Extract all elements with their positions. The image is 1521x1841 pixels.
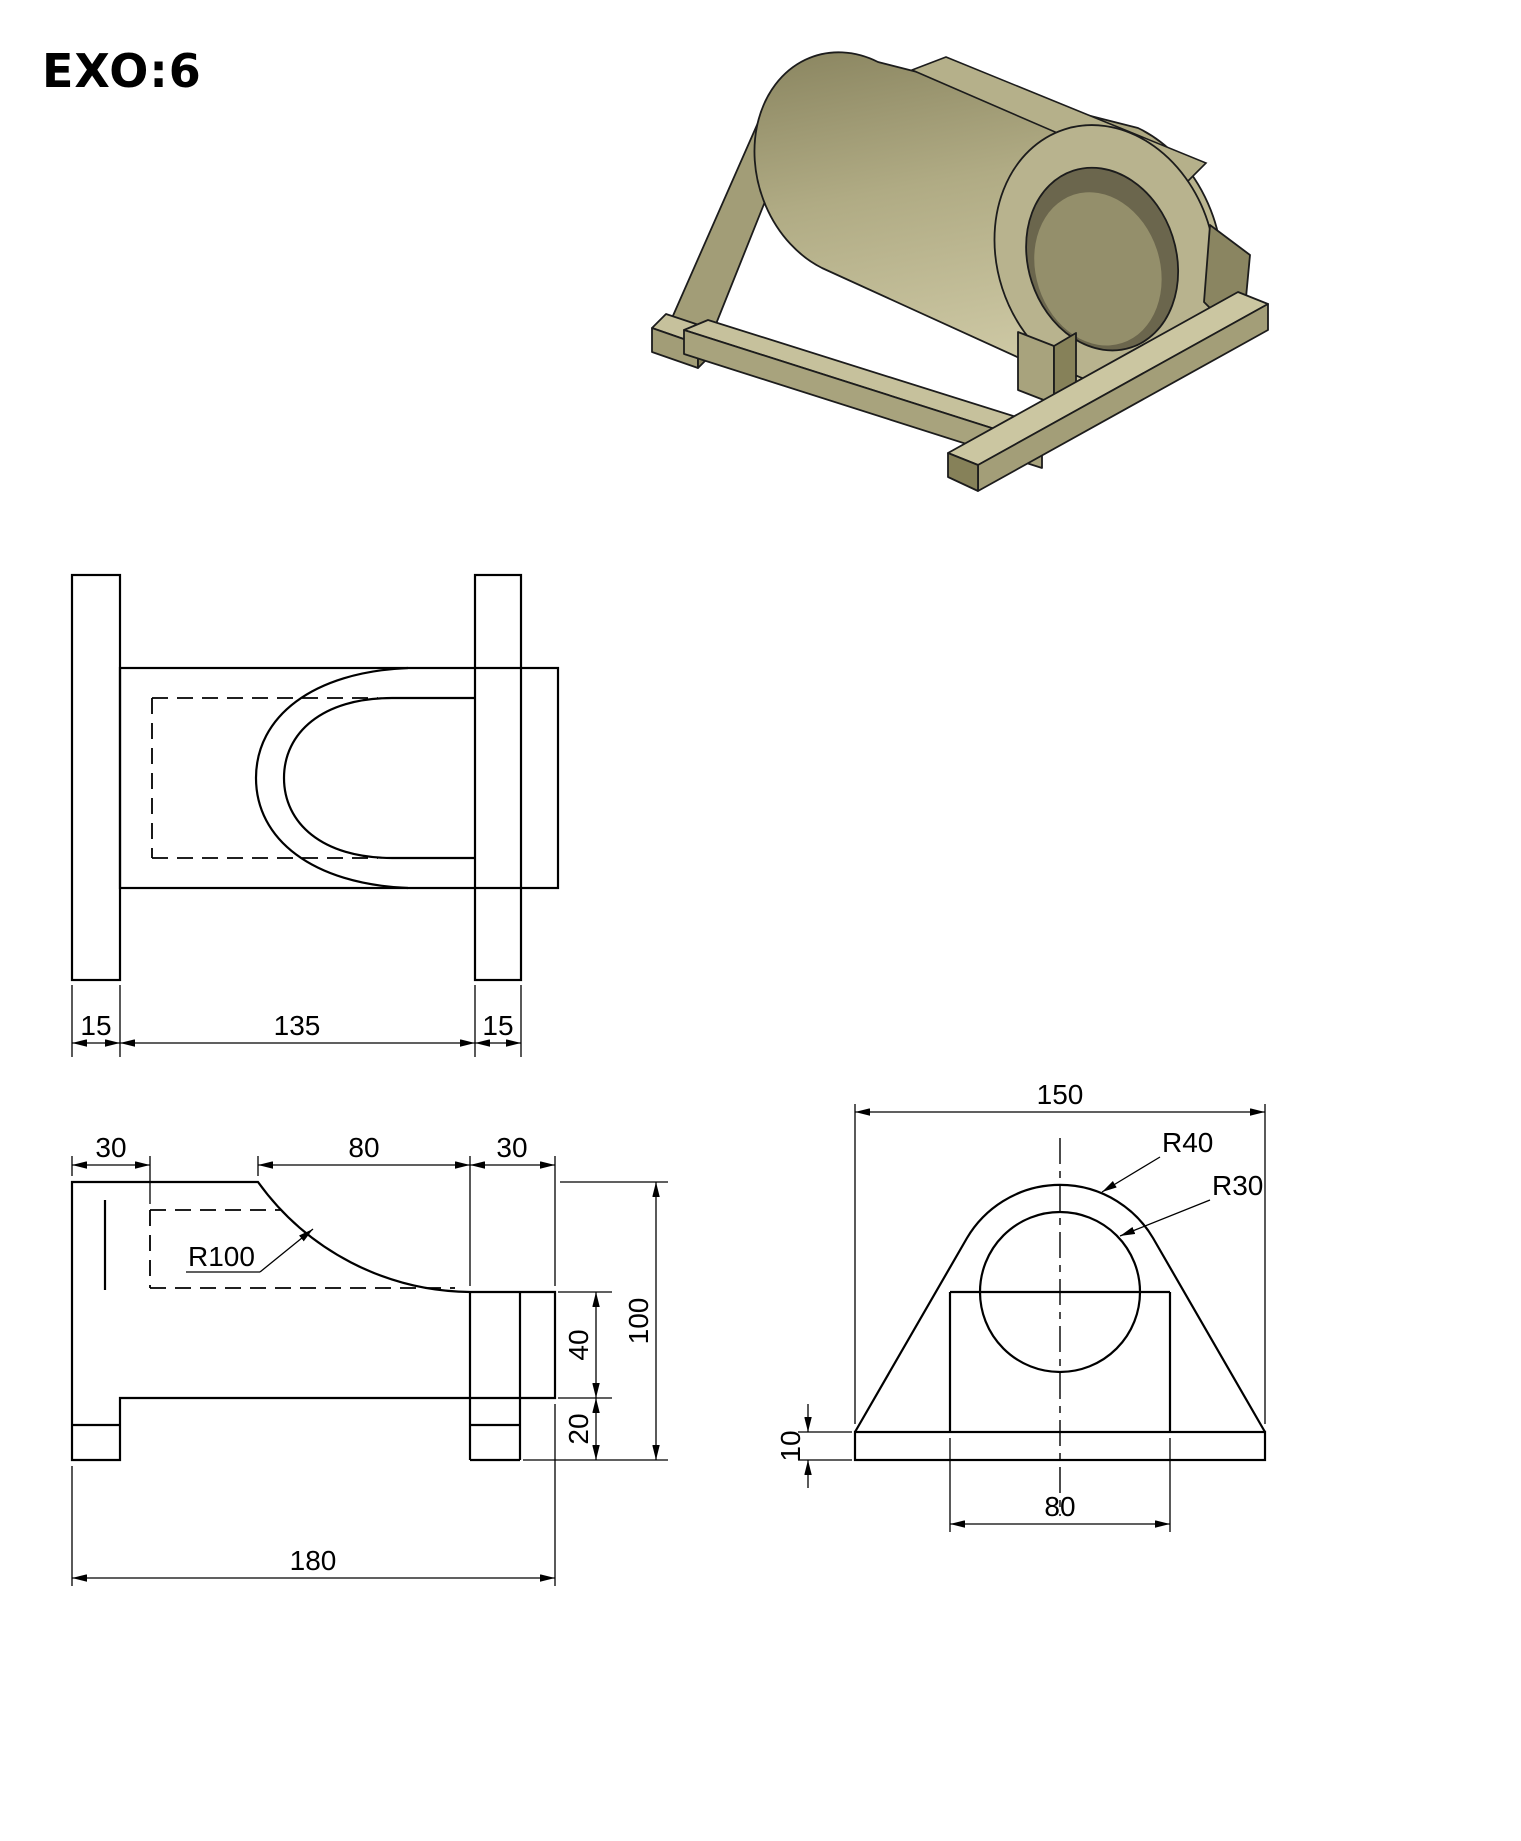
top-view-svg: 15 135 15 xyxy=(70,573,560,1057)
dim-80: 80 xyxy=(348,1132,379,1163)
hidden-bore-lines xyxy=(149,1209,455,1289)
dim-40: 40 xyxy=(563,1329,594,1360)
front-rail-front xyxy=(683,329,1043,469)
top-view-geometry xyxy=(70,573,560,982)
radius-r100-label: R100 xyxy=(188,1241,255,1272)
dim-30-left: 30 xyxy=(95,1132,126,1163)
outer-cut-curve xyxy=(254,666,409,890)
dim-100: 100 xyxy=(623,1298,654,1345)
dim-150: 150 xyxy=(1037,1080,1084,1110)
front-view-svg: 30 80 30 R100 40 20 100 180 xyxy=(70,1132,668,1586)
top-view-dimensions: 15 135 15 xyxy=(71,985,522,1057)
dim-15-left: 15 xyxy=(80,1010,111,1041)
isometric-view-svg xyxy=(651,51,1269,492)
near-face xyxy=(993,124,1217,386)
side-view: 150 R40 R30 10 80 xyxy=(770,1080,1330,1580)
front-view-dimensions: 30 80 30 R100 40 20 100 180 xyxy=(71,1132,668,1586)
inner-cut-curve xyxy=(282,696,475,860)
detail-lines xyxy=(72,1200,522,1462)
dim-15-right: 15 xyxy=(482,1010,513,1041)
radius-r30-label: R30 xyxy=(1212,1170,1263,1201)
exercise-title: EXO:6 xyxy=(42,44,202,98)
left-flange xyxy=(70,573,122,982)
dim-20: 20 xyxy=(563,1413,594,1444)
top-view: 15 135 15 xyxy=(60,565,620,1075)
side-view-geometry xyxy=(853,1138,1267,1516)
isometric-view xyxy=(650,0,1310,530)
front-view: 30 80 30 R100 40 20 100 180 xyxy=(60,1130,710,1620)
hidden-bore-lines xyxy=(151,697,378,859)
radius-r40-label: R40 xyxy=(1162,1127,1213,1158)
dim-10: 10 xyxy=(775,1430,806,1461)
side-view-svg: 150 R40 R30 10 80 xyxy=(775,1080,1267,1532)
dim-80-slot: 80 xyxy=(1044,1491,1075,1522)
dim-135: 135 xyxy=(274,1010,321,1041)
side-view-dimensions: 150 R40 R30 10 80 xyxy=(775,1080,1266,1532)
bore-circle xyxy=(978,1210,1142,1374)
bore-inner-surface xyxy=(1034,192,1162,346)
front-view-geometry xyxy=(70,1180,557,1462)
right-flange xyxy=(473,573,523,982)
profile-outline xyxy=(70,1180,557,1462)
support-outline xyxy=(854,1183,1266,1433)
dim-180: 180 xyxy=(290,1545,337,1576)
dim-30-right: 30 xyxy=(496,1132,527,1163)
body-outline xyxy=(118,666,560,890)
near-rail-cap xyxy=(947,452,979,492)
iso-part xyxy=(651,51,1269,492)
